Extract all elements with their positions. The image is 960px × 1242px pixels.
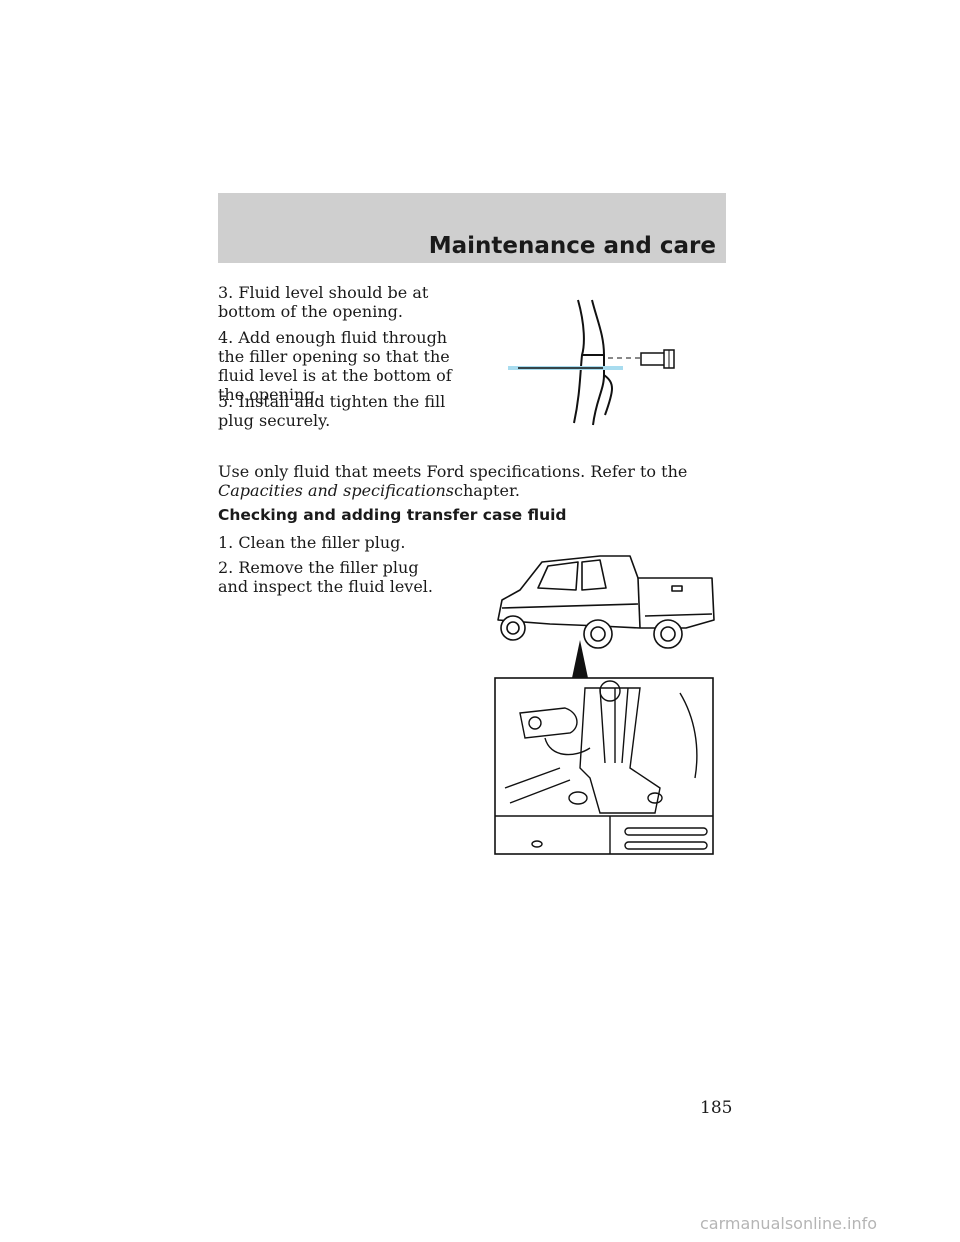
page-number: 185 <box>700 1098 733 1118</box>
transfer-step-1: 1. Clean the filler plug. <box>218 533 406 552</box>
capacities-reference: Capacities and specifications <box>218 481 454 500</box>
header-band: Maintenance and care <box>218 193 726 263</box>
step-3-text: 3. Fluid level should be at bottom of th… <box>218 283 429 321</box>
section-heading: Checking and adding transfer case fluid <box>218 506 567 524</box>
transfer-step-2: 2. Remove the filler plug and inspect th… <box>218 558 433 596</box>
page-section-title: Maintenance and care <box>428 233 716 259</box>
step-5-text: 5. Install and tighten the fill plug sec… <box>218 392 446 430</box>
fluid-spec-note: Use only fluid that meets Ford specifica… <box>218 462 728 500</box>
note-suffix: chapter. <box>454 481 520 500</box>
note-text: Use only fluid that meets Ford specifica… <box>218 462 688 481</box>
transfer-case-illustration <box>494 555 715 855</box>
watermark: carmanualsonline.info <box>700 1214 878 1233</box>
fluid-level-diagram <box>508 299 675 426</box>
step-4-text: 4. Add enough fluid through the filler o… <box>218 328 452 404</box>
